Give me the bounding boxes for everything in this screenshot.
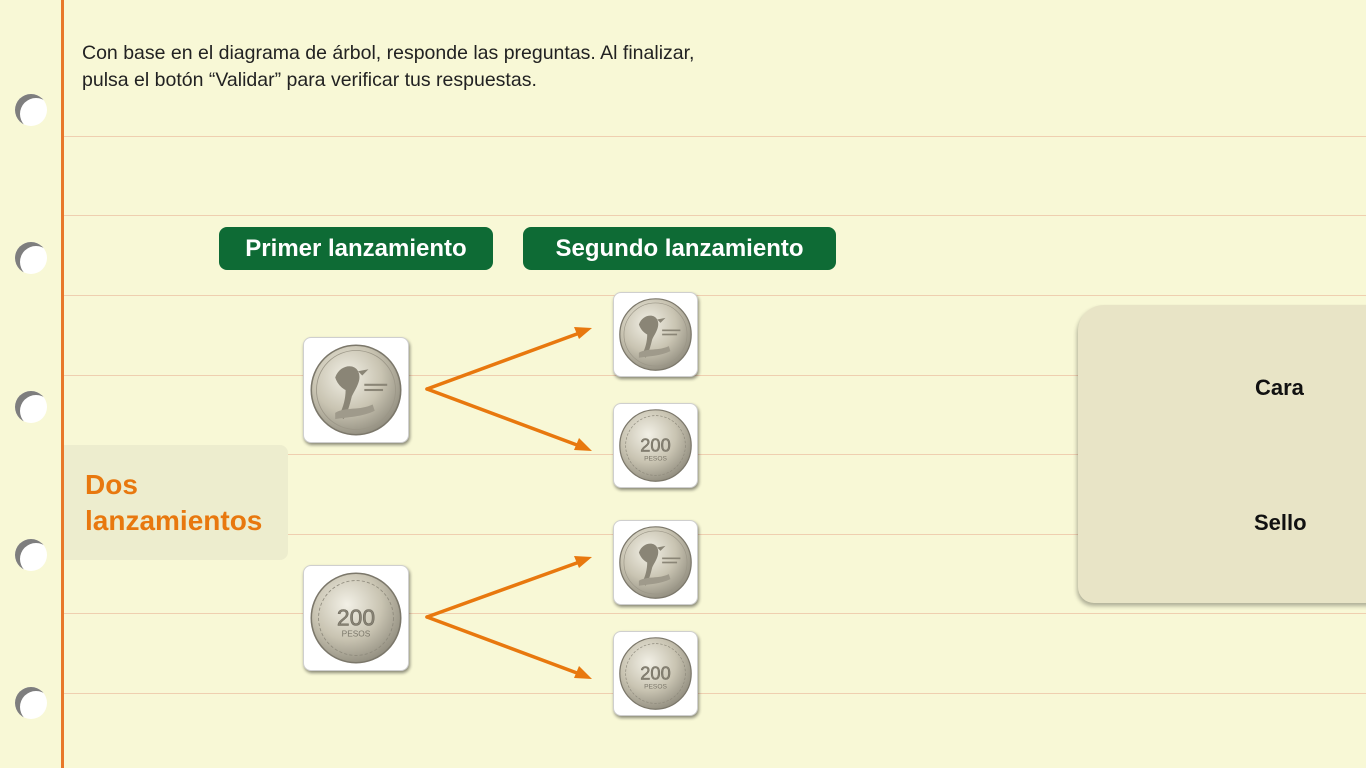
svg-text:200: 200: [640, 662, 670, 683]
answer-option-cara[interactable]: Cara: [1255, 375, 1304, 400]
svg-text:PESOS: PESOS: [644, 455, 667, 462]
coin-cara-icon: [619, 298, 692, 371]
svg-text:200: 200: [337, 604, 375, 630]
coin-sello-icon: 200 PESOS: [619, 637, 692, 710]
arrow-head: [574, 438, 592, 451]
coin-cara-icon: [619, 526, 692, 599]
answer-panel: Cara Sello: [1078, 305, 1366, 603]
binder-hole: [15, 242, 47, 274]
binder-hole: [15, 94, 47, 126]
header-segundo-lanzamiento: Segundo lanzamiento: [523, 227, 836, 270]
coin-card-sello[interactable]: 200 PESOS: [303, 565, 409, 671]
answer-option-sello[interactable]: Sello: [1254, 510, 1307, 535]
binder-hole: [15, 539, 47, 571]
coin-sello-icon: 200 PESOS: [310, 572, 402, 664]
instructions-text: Con base en el diagrama de árbol, respon…: [82, 42, 695, 91]
arrow-line: [425, 558, 587, 619]
arrow-line: [425, 387, 587, 450]
coin-sello-icon: 200 PESOS: [619, 409, 692, 482]
arrow-head: [574, 556, 592, 568]
svg-text:PESOS: PESOS: [644, 683, 667, 690]
arrow-line: [425, 615, 587, 678]
binder-hole: [15, 687, 47, 719]
binder-hole: [15, 391, 47, 423]
coin-card-sello[interactable]: 200 PESOS: [613, 631, 698, 716]
coin-card-cara[interactable]: [613, 292, 698, 377]
margin-line: [61, 0, 64, 768]
side-label-panel: Dos lanzamientos: [64, 445, 288, 560]
svg-text:200: 200: [640, 434, 670, 455]
arrow-line: [425, 329, 587, 391]
coin-card-sello[interactable]: 200 PESOS: [613, 403, 698, 488]
side-label-text: Dos lanzamientos: [85, 469, 263, 536]
svg-text:PESOS: PESOS: [342, 629, 371, 639]
arrow-head: [574, 327, 592, 339]
coin-card-cara[interactable]: [303, 337, 409, 443]
coin-cara-icon: [310, 344, 402, 436]
arrow-head: [574, 666, 592, 679]
header-primer-lanzamiento: Primer lanzamiento: [219, 227, 493, 270]
coin-card-cara[interactable]: [613, 520, 698, 605]
